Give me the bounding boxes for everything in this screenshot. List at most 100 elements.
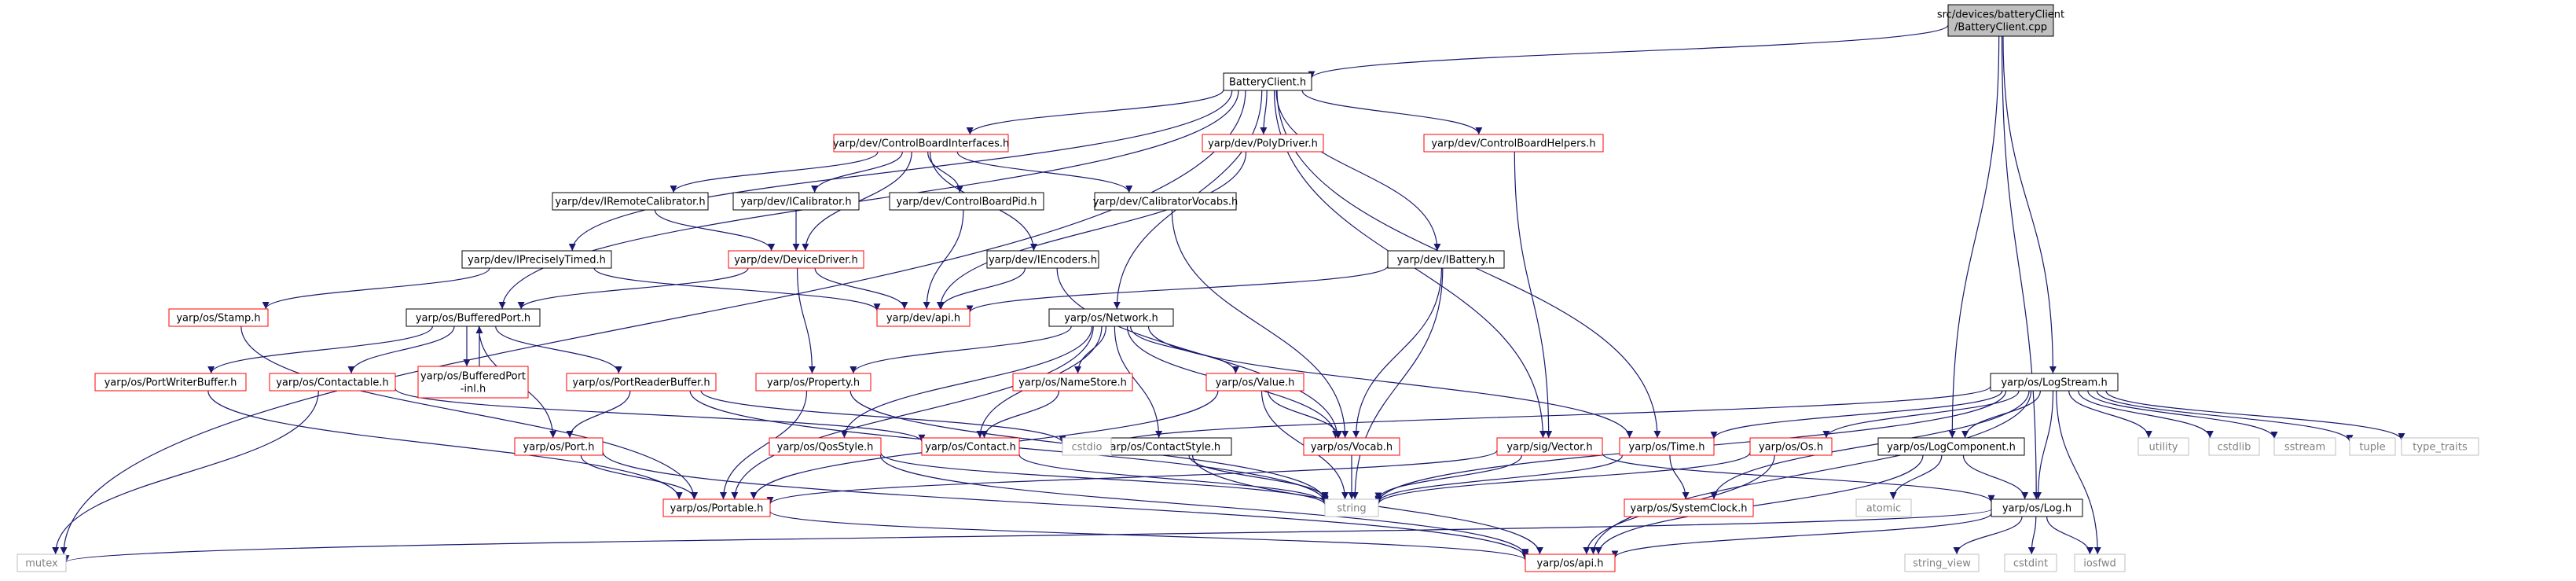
node-label: -inl.h xyxy=(461,384,486,395)
node-label: yarp/dev/api.h xyxy=(886,313,960,325)
node-label: yarp/os/Port.h xyxy=(523,442,595,454)
node-sysclock[interactable]: yarp/os/SystemClock.h xyxy=(1624,498,1754,517)
node-label: BatteryClient.h xyxy=(1229,77,1306,89)
node-cont[interactable]: yarp/os/Contactable.h xyxy=(269,373,396,392)
node-vector[interactable]: yarp/sig/Vector.h xyxy=(1496,437,1603,456)
node-box xyxy=(1048,308,1174,327)
node-box xyxy=(732,192,860,211)
edge-net-to-qos xyxy=(840,325,1093,439)
node-prb[interactable]: yarp/os/PortReaderBuffer.h xyxy=(566,373,717,392)
edge-net-to-cstyle xyxy=(1114,325,1163,439)
node-log[interactable]: yarp/os/Log.h xyxy=(1991,498,2083,517)
edge-net-to-prop xyxy=(849,325,1072,374)
node-lcomp[interactable]: yarp/os/LogComponent.h xyxy=(1877,437,2025,456)
node-pwb[interactable]: yarp/os/PortWriterBuffer.h xyxy=(94,373,247,392)
edge-log-to-iosfwd xyxy=(2046,516,2093,555)
node-osapi[interactable]: yarp/os/api.h xyxy=(1525,553,1616,572)
edge-qos-to-osapi xyxy=(879,454,1529,557)
edge-lstream-to-ttraits xyxy=(2105,390,2405,441)
node-box xyxy=(2004,553,2057,572)
node-poly[interactable]: yarp/dev/PolyDriver.h xyxy=(1202,134,1324,153)
node-box xyxy=(662,498,771,517)
node-net[interactable]: yarp/os/Network.h xyxy=(1048,308,1174,327)
edge-lstream-to-osos xyxy=(1822,390,2020,439)
node-cstyle[interactable]: yarp/os/ContactStyle.h xyxy=(1092,437,1232,456)
node-cbi[interactable]: yarp/dev/ControlBoardInterfaces.h xyxy=(833,134,1010,153)
edge-irc-to-dd xyxy=(654,209,776,252)
node-box xyxy=(2137,437,2189,456)
node-ttraits: type_traits xyxy=(2401,437,2479,456)
edge-val-to-vocab xyxy=(1267,390,1342,439)
node-root: src/devices/batteryClient/BatteryClient.… xyxy=(1937,4,2064,37)
edge-pwb-to-portable xyxy=(207,390,683,500)
node-label: mutex xyxy=(25,558,58,570)
node-cstdlib: cstdlib xyxy=(2208,437,2260,456)
node-osos[interactable]: yarp/os/Os.h xyxy=(1749,437,1833,456)
edge-bc-to-cbh xyxy=(1301,90,1483,135)
edge-bc-to-mutex xyxy=(60,90,1246,555)
edge-ibat-to-devapi xyxy=(966,265,1389,313)
node-label: /BatteryClient.cpp xyxy=(1954,22,2047,34)
node-box xyxy=(514,437,604,456)
node-label: yarp/os/BufferedPort xyxy=(420,371,526,383)
edge-log-to-mutex xyxy=(63,509,1992,563)
edge-root-to-lstream xyxy=(2002,35,2057,374)
node-ical[interactable]: yarp/dev/ICalibrator.h xyxy=(732,192,860,211)
node-stamp[interactable]: yarp/os/Stamp.h xyxy=(168,308,269,327)
node-time[interactable]: yarp/os/Time.h xyxy=(1619,437,1715,456)
node-box xyxy=(1324,498,1379,517)
node-box xyxy=(833,134,1009,153)
edge-cbpid-to-devapi xyxy=(923,209,964,310)
node-label: yarp/dev/IPreciselyTimed.h xyxy=(468,255,606,267)
node-cbpid[interactable]: yarp/dev/ControlBoardPid.h xyxy=(889,192,1044,211)
node-ipt[interactable]: yarp/dev/IPreciselyTimed.h xyxy=(461,250,612,269)
node-label: tuple xyxy=(2359,442,2385,454)
node-label: yarp/os/PortWriterBuffer.h xyxy=(105,377,237,389)
node-bc[interactable]: BatteryClient.h xyxy=(1223,72,1312,91)
node-box xyxy=(1624,498,1754,517)
node-irc[interactable]: yarp/dev/IRemoteCalibrator.h xyxy=(552,192,709,211)
node-box xyxy=(876,308,971,327)
node-label: cstdio xyxy=(1072,442,1103,454)
edge-lstream-to-sstream xyxy=(2087,390,2278,439)
edge-dd-to-prop xyxy=(796,267,816,374)
node-dd[interactable]: yarp/dev/DeviceDriver.h xyxy=(728,250,864,269)
node-label: yarp/os/Contact.h xyxy=(925,442,1016,454)
node-label: yarp/os/ContactStyle.h xyxy=(1104,442,1220,454)
node-box xyxy=(2401,437,2479,456)
edge-lstream-to-lcomp xyxy=(1961,390,2042,439)
node-box xyxy=(1202,134,1324,153)
node-cbh[interactable]: yarp/dev/ControlBoardHelpers.h xyxy=(1423,134,1604,153)
node-label: src/devices/batteryClient xyxy=(1937,9,2064,21)
node-tuple: tuple xyxy=(2349,437,2396,456)
node-prop[interactable]: yarp/os/Property.h xyxy=(755,373,872,392)
node-portable[interactable]: yarp/os/Portable.h xyxy=(662,498,771,517)
node-contact[interactable]: yarp/os/Contact.h xyxy=(921,437,1020,456)
node-devapi[interactable]: yarp/dev/api.h xyxy=(876,308,971,327)
edge-cbi-to-irc xyxy=(670,151,879,193)
node-vocab[interactable]: yarp/os/Vocab.h xyxy=(1303,437,1400,456)
node-box xyxy=(728,250,864,269)
node-port[interactable]: yarp/os/Port.h xyxy=(514,437,604,456)
edge-vector-to-string xyxy=(1374,454,1523,500)
edge-cbh-to-vector xyxy=(1514,151,1553,439)
node-label: yarp/os/Os.h xyxy=(1759,442,1823,454)
node-qos[interactable]: yarp/os/QosStyle.h xyxy=(769,437,882,456)
node-label: yarp/os/Time.h xyxy=(1629,442,1705,454)
node-lstream[interactable]: yarp/os/LogStream.h xyxy=(1990,373,2119,392)
node-ns[interactable]: yarp/os/NameStore.h xyxy=(1012,373,1133,392)
node-label: sstream xyxy=(2284,442,2325,454)
edge-calv-to-vocab xyxy=(1171,209,1349,439)
node-label: yarp/os/PortReaderBuffer.h xyxy=(572,377,710,389)
node-bport[interactable]: yarp/os/BufferedPort.h xyxy=(405,308,541,327)
node-ienc[interactable]: yarp/dev/IEncoders.h xyxy=(986,250,1099,269)
node-ibat[interactable]: yarp/dev/IBattery.h xyxy=(1387,250,1505,269)
node-label: yarp/dev/ControlBoardPid.h xyxy=(897,197,1037,208)
edge-net-to-ns xyxy=(1074,325,1107,374)
node-bpinl[interactable]: yarp/os/BufferedPort-inl.h xyxy=(417,366,529,399)
node-box xyxy=(1094,192,1237,211)
node-box xyxy=(755,373,872,392)
node-val[interactable]: yarp/os/Value.h xyxy=(1205,373,1305,392)
node-calv[interactable]: yarp/dev/CalibratorVocabs.h xyxy=(1093,192,1238,211)
edge-ipt-to-devapi xyxy=(593,267,881,311)
